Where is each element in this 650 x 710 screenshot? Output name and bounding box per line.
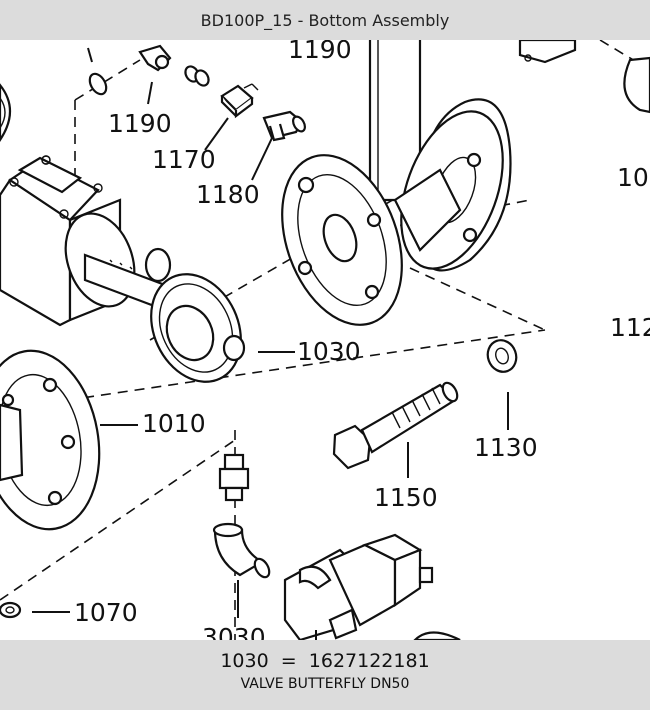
nipple-fitting[interactable] [218, 453, 250, 502]
part-info-bar: 1030 = 1627122181 VALVE BUTTERFLY DN50 [0, 640, 650, 710]
bolt-1150[interactable] [332, 380, 460, 470]
callout-1070[interactable]: 1070 [74, 598, 138, 627]
callout-1030[interactable]: 1030 [297, 337, 361, 366]
callout-1190[interactable]: 1190 [108, 109, 172, 138]
ring-1070[interactable] [0, 601, 22, 619]
callout-1190-top[interactable]: 1190 [288, 40, 352, 64]
part-description: VALVE BUTTERFLY DN50 [240, 676, 410, 692]
pipe-with-flange[interactable] [368, 40, 522, 282]
title-bar: BD100P_15 - Bottom Assembly [0, 0, 650, 40]
article-number: 1627122181 [308, 650, 430, 672]
callout-103-partial[interactable]: 103 [617, 163, 650, 192]
top-right-part[interactable] [518, 40, 650, 114]
left-edge-flange[interactable] [0, 83, 12, 142]
leader-lines [32, 47, 509, 640]
fitting-1180[interactable] [262, 110, 307, 142]
callout-1170[interactable]: 1170 [152, 145, 216, 174]
equals-sign: = [280, 650, 297, 672]
exploded-diagram[interactable]: 1190 1190 1170 1180 103 1030 112 1010 11… [0, 40, 650, 640]
butterfly-valve-1030[interactable] [0, 155, 258, 397]
connector-1170[interactable] [220, 83, 259, 119]
callout-3030[interactable]: 3030 [202, 623, 266, 640]
small-fittings-1190[interactable] [86, 44, 211, 97]
elbow-3030[interactable] [212, 522, 272, 580]
solenoid-valve[interactable] [283, 533, 461, 640]
front-flange[interactable] [260, 138, 424, 341]
callout-1010[interactable]: 1010 [142, 409, 206, 438]
washer-1130[interactable] [483, 336, 520, 376]
flange-1010[interactable] [0, 341, 113, 538]
callout-1130[interactable]: 1130 [474, 433, 538, 462]
callout-1180[interactable]: 1180 [196, 180, 260, 209]
page-title: BD100P_15 - Bottom Assembly [200, 10, 450, 30]
callout-1150[interactable]: 1150 [374, 483, 438, 512]
part-number-line: 1030 = 1627122181 [0, 650, 650, 672]
callout-112-partial[interactable]: 112 [610, 313, 650, 342]
selected-part-number: 1030 [220, 650, 269, 672]
